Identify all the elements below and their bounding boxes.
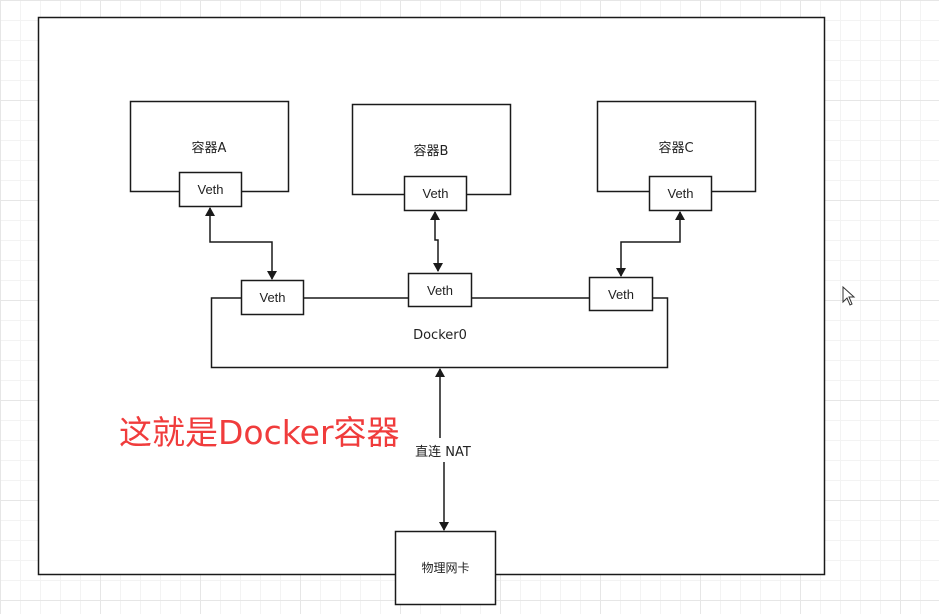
physical-nic-label: 物理网卡 xyxy=(421,561,469,575)
container-c-veth-box xyxy=(648,175,713,212)
uplink-label: 直连 NAT xyxy=(415,444,471,460)
docker0-bridge-outline xyxy=(210,297,669,369)
bridge-veth-box-3 xyxy=(588,276,654,312)
bridge-veth-box-2 xyxy=(407,272,473,308)
mouse-cursor-icon xyxy=(842,285,856,306)
link-a-to-bridge xyxy=(205,207,277,280)
container-c-label: 容器C xyxy=(658,140,693,156)
link-b-to-bridge xyxy=(430,211,443,272)
bridge-veth-label-1: Veth xyxy=(259,290,285,305)
physical-nic-box xyxy=(394,530,497,606)
container-a: 容器A Veth xyxy=(129,100,290,208)
bridge-veth-label-2: Veth xyxy=(427,283,453,298)
bridge-veth-label-3: Veth xyxy=(608,287,634,302)
container-a-label: 容器A xyxy=(192,140,227,156)
docker0-bridge-label: Docker0 xyxy=(413,328,467,343)
bridge-veth-box-1 xyxy=(240,279,305,316)
physical-nic: 物理网卡 xyxy=(394,530,497,606)
container-c-veth-label: Veth xyxy=(667,186,693,201)
container-b: 容器B Veth xyxy=(351,103,512,212)
container-b-label: 容器B xyxy=(414,143,449,159)
container-b-veth-label: Veth xyxy=(422,186,448,201)
container-c: 容器C Veth xyxy=(596,100,757,212)
container-a-veth-box xyxy=(178,171,243,208)
link-c-to-bridge xyxy=(616,211,685,277)
diagram-caption: 这就是Docker容器 xyxy=(119,413,400,452)
docker0-bridge: Docker0 Veth Veth Veth xyxy=(210,272,669,369)
container-b-veth-box xyxy=(403,175,468,212)
container-a-veth-label: Veth xyxy=(197,182,223,197)
